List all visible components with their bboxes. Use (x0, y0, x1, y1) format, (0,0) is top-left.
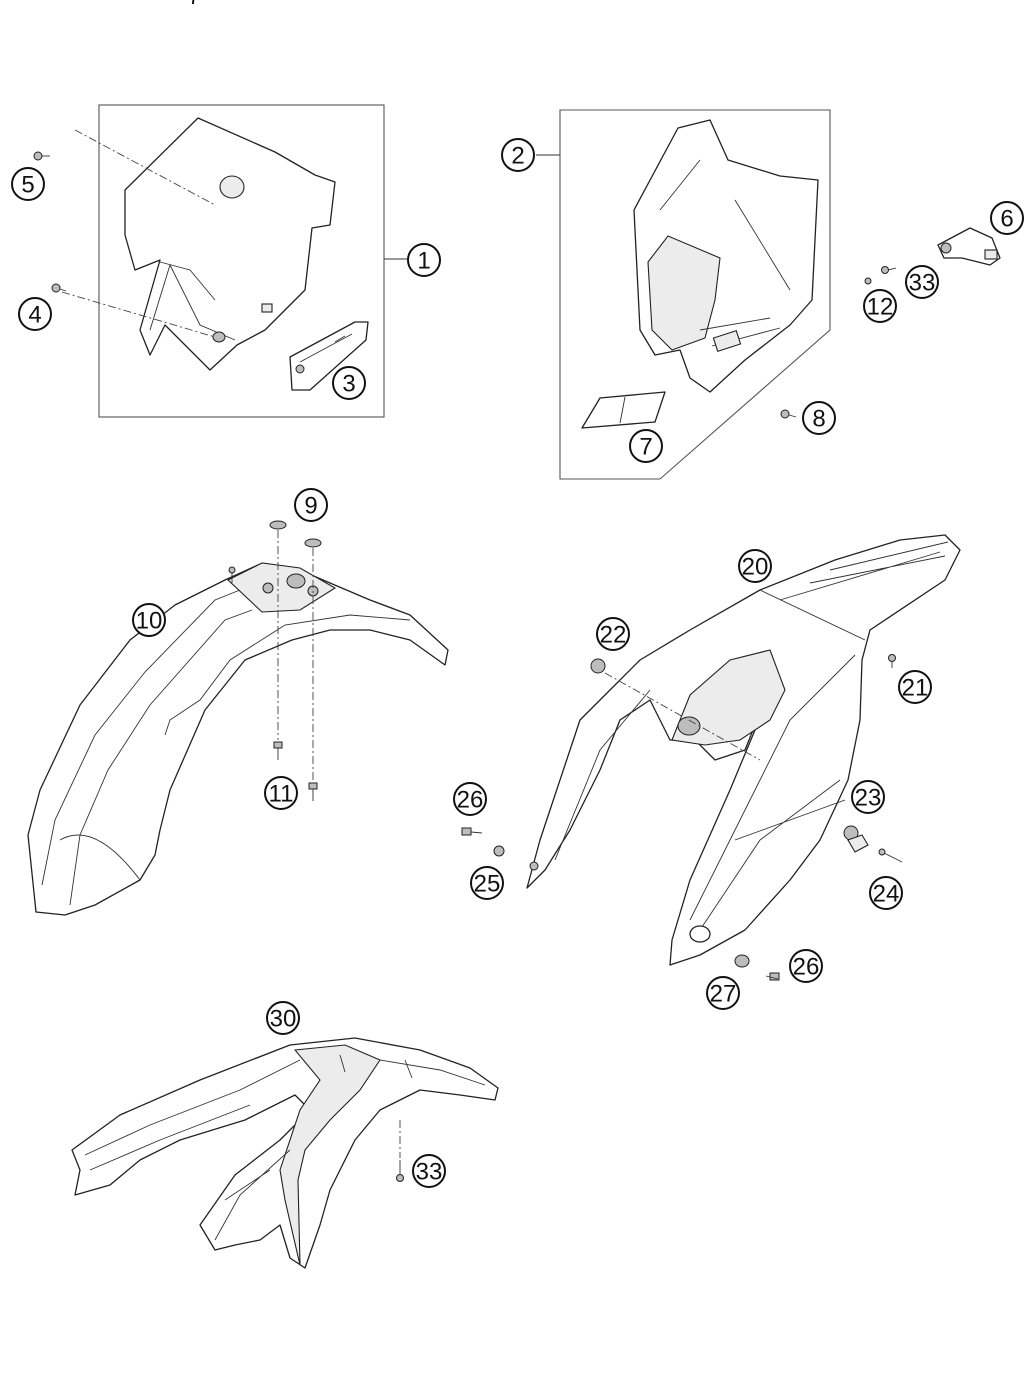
callout-25: 25 (470, 866, 504, 900)
group-rear-fender (461, 534, 961, 981)
screw-21 (888, 654, 896, 668)
callout-33: 33 (412, 1154, 446, 1188)
callout-label: 1 (417, 248, 430, 275)
callout-26: 26 (789, 949, 823, 983)
callout-label: 8 (812, 406, 825, 433)
spacer-23 (843, 825, 869, 853)
callout-label: 21 (902, 675, 929, 702)
callout-label: 26 (793, 954, 820, 981)
callout-label: 24 (873, 881, 900, 908)
nut-22 (590, 658, 606, 674)
bolt-24 (878, 848, 903, 863)
group-clip-6 (864, 227, 1001, 285)
bolt-33-bottom (396, 1160, 404, 1182)
callout-6: 6 (990, 201, 1024, 235)
headlight-mask-1 (124, 117, 336, 371)
dash-5 (74, 129, 216, 206)
dash-4 (61, 291, 216, 338)
screw-4 (51, 283, 67, 293)
washer-9a (269, 520, 287, 530)
callout-label: 22 (600, 622, 627, 649)
washer-25 (493, 845, 505, 857)
callout-30: 30 (266, 1001, 300, 1035)
callout-33: 33 (905, 265, 939, 299)
callout-11: 11 (264, 776, 298, 810)
bolt-26b (765, 972, 780, 981)
bracket-3 (289, 321, 369, 391)
callout-label: 10 (136, 608, 163, 635)
callout-label: 5 (21, 172, 34, 199)
callout-26: 26 (453, 782, 487, 816)
callout-1: 1 (407, 243, 441, 277)
screw-33-top (881, 266, 897, 274)
callout-2: 2 (501, 138, 535, 172)
callout-9: 9 (294, 488, 328, 522)
callout-label: 9 (304, 493, 317, 520)
screw-8 (780, 409, 797, 419)
callout-label: 6 (1000, 206, 1013, 233)
group-front-fender (27, 520, 449, 916)
callout-label: 33 (416, 1159, 443, 1186)
callout-label: 3 (342, 371, 355, 398)
mask-hole (219, 175, 245, 199)
callout-label: 33 (909, 270, 936, 297)
callout-label: 27 (710, 981, 737, 1008)
group-tank-shroud (71, 1037, 499, 1269)
callout-22: 22 (596, 617, 630, 651)
callout-27: 27 (706, 976, 740, 1010)
bolt-11b (308, 782, 318, 801)
header-fragment: 7 (188, 0, 200, 9)
rear-fender-20 (526, 534, 961, 966)
group-headlight-mask-b (536, 109, 831, 480)
callout-label: 7 (639, 434, 652, 461)
group-headlight-mask-a (33, 104, 407, 418)
callout-label: 4 (28, 302, 41, 329)
callout-8: 8 (802, 401, 836, 435)
washer-9b (304, 538, 322, 548)
washer-27 (734, 954, 750, 968)
shroud-30 (71, 1037, 499, 1269)
callout-label: 2 (511, 143, 524, 170)
callout-label: 25 (474, 871, 501, 898)
callout-label: 20 (742, 554, 769, 581)
callout-4: 4 (18, 297, 52, 331)
bolt-26a (461, 827, 483, 836)
callout-10: 10 (132, 603, 166, 637)
callout-24: 24 (869, 876, 903, 910)
callout-label: 26 (457, 787, 484, 814)
group-frame-2 (559, 109, 831, 480)
callout-label: 30 (270, 1006, 297, 1033)
callout-label: 12 (867, 294, 894, 321)
callout-23: 23 (851, 780, 885, 814)
bolt-11a (273, 741, 283, 760)
callout-label: 11 (269, 781, 294, 808)
callout-21: 21 (898, 670, 932, 704)
callout-label: 23 (855, 785, 882, 812)
callout-5: 5 (11, 167, 45, 201)
screw-5 (33, 151, 50, 161)
callout-12: 12 (863, 289, 897, 323)
group-frame-1 (98, 104, 385, 418)
sticker-7 (581, 391, 666, 429)
callout-3: 3 (332, 366, 366, 400)
nut-12 (864, 277, 872, 285)
callout-7: 7 (629, 429, 663, 463)
callout-20: 20 (738, 549, 772, 583)
